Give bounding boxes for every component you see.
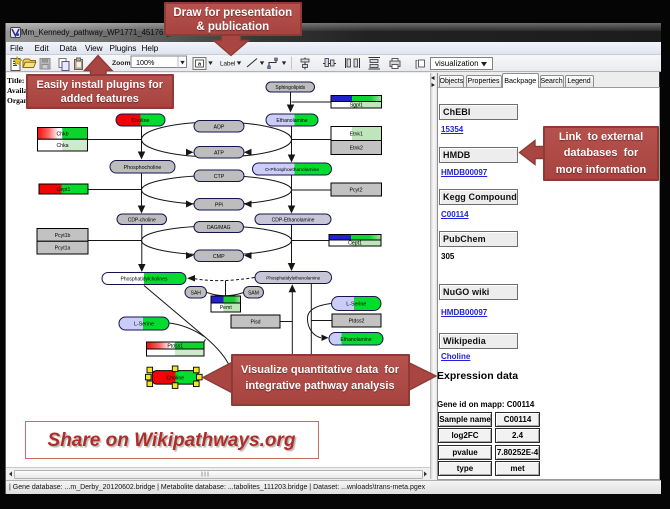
svg-text:CDP-Ethanolamine: CDP-Ethanolamine (272, 217, 315, 223)
svg-text:Ethanolamine: Ethanolamine (340, 337, 371, 343)
svg-text:Label: Label (220, 61, 235, 68)
svg-text:L-Serine: L-Serine (134, 322, 154, 328)
svg-text:SAM: SAM (248, 290, 259, 296)
svg-text:Sphingolipids: Sphingolipids (275, 85, 305, 91)
svg-text:Ethanolamine: Ethanolamine (276, 118, 307, 124)
svg-text:ADP: ADP (214, 124, 225, 130)
svg-text:Phosphatidylcholines: Phosphatidylcholines (121, 277, 168, 283)
svg-text:L-Serine: L-Serine (346, 302, 366, 308)
svg-text:CMP: CMP (213, 254, 225, 260)
svg-text:Sgpl1: Sgpl1 (350, 102, 363, 108)
svg-text:Zoom:: Zoom: (112, 60, 133, 67)
svg-text:DAG/MAG: DAG/MAG (207, 225, 231, 231)
svg-text:Chkb: Chkb (56, 131, 68, 137)
svg-text:CDP-choline: CDP-choline (128, 217, 156, 223)
svg-text:Etnk1: Etnk1 (350, 132, 363, 138)
svg-text:Phosphatidylethanolamine: Phosphatidylethanolamine (266, 276, 320, 281)
svg-text:O-Phosphoethanolamine: O-Phosphoethanolamine (265, 167, 319, 173)
svg-text:100%: 100% (136, 58, 155, 67)
svg-text:SAH: SAH (191, 290, 202, 296)
svg-text:Pcyt2: Pcyt2 (350, 188, 363, 194)
svg-text:Choline: Choline (132, 118, 150, 124)
svg-text:a: a (198, 62, 202, 68)
svg-text:Ptdss2: Ptdss2 (349, 319, 365, 325)
svg-text:Chka: Chka (56, 143, 68, 149)
svg-text:Phosphocholine: Phosphocholine (124, 165, 162, 171)
svg-text:Cept1: Cept1 (57, 187, 71, 193)
svg-text:Pcyt1a: Pcyt1a (55, 246, 71, 252)
svg-text:PPi: PPi (215, 202, 223, 208)
svg-text:CTP: CTP (214, 174, 225, 180)
svg-text:Pemt: Pemt (220, 305, 233, 311)
svg-text:[: [ (415, 59, 418, 69)
svg-text:Ptdss1: Ptdss1 (167, 344, 183, 350)
svg-text:ATP: ATP (214, 150, 224, 156)
svg-text:Pisd: Pisd (250, 320, 260, 326)
svg-text:Cept1: Cept1 (348, 241, 362, 247)
svg-text:Pcyt1b: Pcyt1b (55, 233, 71, 239)
svg-text:Choline: Choline (167, 376, 185, 382)
svg-text:Etnk2: Etnk2 (350, 146, 363, 152)
